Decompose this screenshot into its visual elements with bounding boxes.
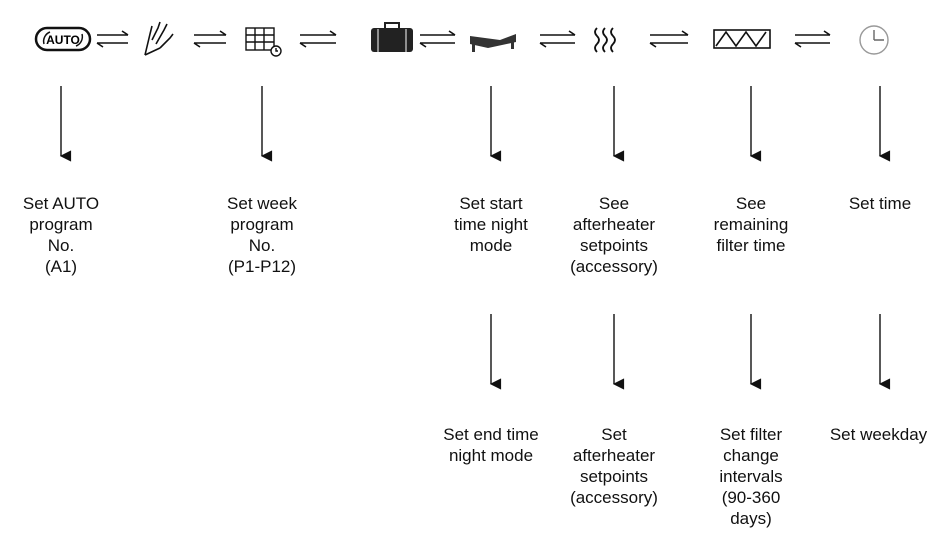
auto-icon: AUTO: [34, 26, 92, 52]
label-afterheater-set: Set afterheater setpoints (accessory): [570, 425, 658, 507]
label-night-end: Set end time night mode: [443, 425, 539, 465]
label-night-start: Set start time night mode: [454, 194, 528, 255]
switch-arrows: [96, 30, 831, 48]
switch-arrow-2: [193, 30, 227, 48]
label-set-weekday: Set weekday: [829, 425, 928, 444]
auto-icon-text: AUTO: [46, 33, 80, 47]
away-suitcase-icon: [371, 22, 413, 52]
switch-arrow-6: [649, 30, 689, 48]
afterheater-icon: [594, 27, 616, 53]
filter-icon: [713, 29, 771, 49]
night-mode-bed-icon: [470, 34, 516, 52]
label-week-program: Set week program No. (P1-P12): [227, 194, 297, 276]
manual-hand-icon: [144, 21, 174, 56]
switch-arrow-7: [794, 30, 831, 48]
week-program-icon: [245, 27, 282, 57]
label-auto-program: Set AUTO program No. (A1): [22, 194, 100, 276]
switch-arrow-1: [96, 30, 129, 48]
clock-icon: [859, 25, 889, 55]
label-afterheater-see: See afterheater setpoints (accessory): [570, 194, 658, 276]
label-filter-remaining: See remaining filter time: [713, 194, 789, 255]
switch-arrow-3: [299, 30, 337, 48]
label-filter-interval: Set filter change intervals (90-360 days…: [719, 425, 783, 528]
switch-arrow-4: [419, 30, 456, 48]
switch-arrow-5: [539, 30, 576, 48]
label-set-time: Set time: [848, 194, 912, 213]
